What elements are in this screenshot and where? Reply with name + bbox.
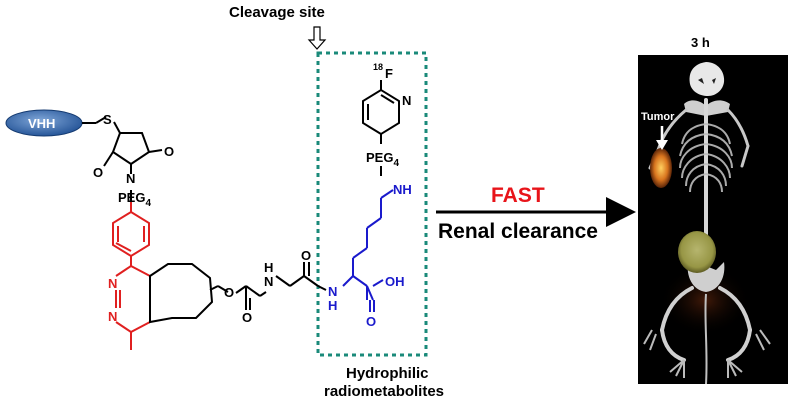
nh1-h-atom: H (264, 260, 273, 275)
o-right-atom: O (164, 144, 174, 159)
vhh-label: VHH (28, 116, 55, 131)
peg-right-label: PEG4 (366, 150, 399, 169)
f18-superscript: 18 (373, 62, 383, 72)
nh2-h-atom: H (328, 298, 337, 313)
renal-clearance-label: Renal clearance (438, 220, 598, 243)
n-tetrazine1-atom: N (108, 276, 117, 291)
bladder-hotspot (678, 231, 716, 273)
cleavage-site-label: Cleavage site (229, 4, 325, 21)
hydrophilic-label-line2: radiometabolites (324, 383, 444, 400)
o-carbonyl2-atom: O (301, 248, 311, 263)
tumor-hotspot (650, 148, 672, 188)
o-carbonyl1-atom: O (242, 310, 252, 325)
o-carbamate-atom: O (224, 285, 234, 300)
n-tetrazine2-atom: N (108, 309, 117, 324)
red-bonds (112, 202, 151, 350)
black-bonds (82, 116, 327, 310)
nh2-n-atom: N (328, 284, 337, 299)
f-atom: F (385, 66, 393, 81)
o-left-atom: O (93, 165, 103, 180)
s-atom: S (103, 112, 112, 127)
fast-label: FAST (491, 184, 545, 207)
tumor-label: Tumor (641, 111, 675, 123)
blue-bonds (342, 189, 394, 312)
nh1-n-atom: N (264, 274, 273, 289)
time-point-label: 3 h (691, 35, 710, 50)
n-pyridine-atom: N (402, 93, 411, 108)
cleavage-arrow-icon (307, 26, 327, 50)
peg-left-label: PEG4 (118, 190, 151, 209)
pyridine-bonds (362, 80, 400, 176)
pet-ct-image: Tumor (638, 55, 788, 385)
n-succinimide-atom: N (126, 171, 135, 186)
hydrophilic-label-line1: Hydrophilic (346, 365, 429, 382)
cleavage-box (316, 51, 428, 357)
o-acid-atom: O (366, 314, 376, 329)
oh-label: OH (385, 274, 405, 289)
nh3-label: NH (393, 182, 412, 197)
cyclooctane-ring (149, 263, 214, 324)
